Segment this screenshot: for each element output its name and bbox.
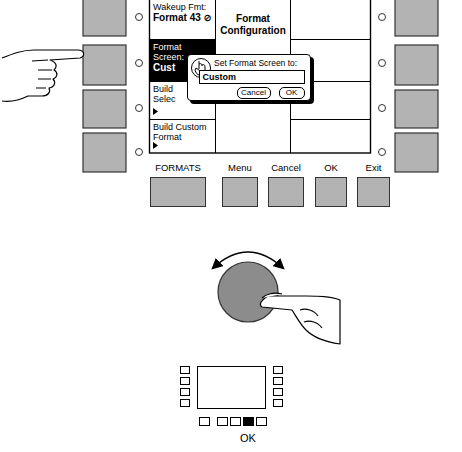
panel-button: Exit xyxy=(357,177,390,207)
softkey-leds xyxy=(136,14,386,156)
dialog-box: Set Format Screen to: CustomCancel OK xyxy=(187,54,311,101)
menu-text: Set Format Screen to: xyxy=(214,58,297,68)
softkeys-left xyxy=(83,0,126,172)
screen-title: Format Configuration xyxy=(216,13,290,37)
menu-text: Custom xyxy=(200,71,304,83)
pointing-hand xyxy=(2,50,84,101)
menu-text: Format 43 ⊘ xyxy=(150,12,215,24)
dialog-button: Cancel xyxy=(237,87,271,99)
rotation-arrow xyxy=(213,252,283,268)
dialog-button: OK xyxy=(279,87,305,99)
screen-grid xyxy=(150,0,371,153)
menu-text: Wakeup Fmt: xyxy=(150,0,215,12)
panel-button: Cancel xyxy=(268,177,304,207)
lcd-screen: Format ConfigurationWakeup Fmt:Format 43… xyxy=(150,0,370,152)
button-label: OK xyxy=(324,162,338,174)
button-label: Menu xyxy=(228,162,252,174)
button-label: FORMATS xyxy=(155,162,201,174)
button-label: Exit xyxy=(366,162,382,174)
panel-button: FORMATS xyxy=(150,177,206,207)
menu-text: OK xyxy=(280,88,304,98)
text-field: Custom xyxy=(199,70,305,84)
rotary-knob xyxy=(218,262,278,322)
softkeys-right xyxy=(395,0,438,172)
icon-label: OK xyxy=(240,432,256,444)
panel-icon xyxy=(181,367,283,426)
menu-item: Build Selec xyxy=(150,82,186,119)
menu-item: Build Custom Format xyxy=(150,120,215,152)
menu-text: Build Custom Format xyxy=(150,120,215,142)
panel-button: Menu xyxy=(222,177,258,207)
menu-item: Wakeup Fmt:Format 43 ⊘ xyxy=(150,0,215,39)
menu-text: Cancel xyxy=(238,88,270,98)
button-label: Cancel xyxy=(271,162,301,174)
menu-text: Build Selec xyxy=(150,82,184,104)
knob-hand xyxy=(260,293,340,344)
panel-button: OK xyxy=(315,177,347,207)
